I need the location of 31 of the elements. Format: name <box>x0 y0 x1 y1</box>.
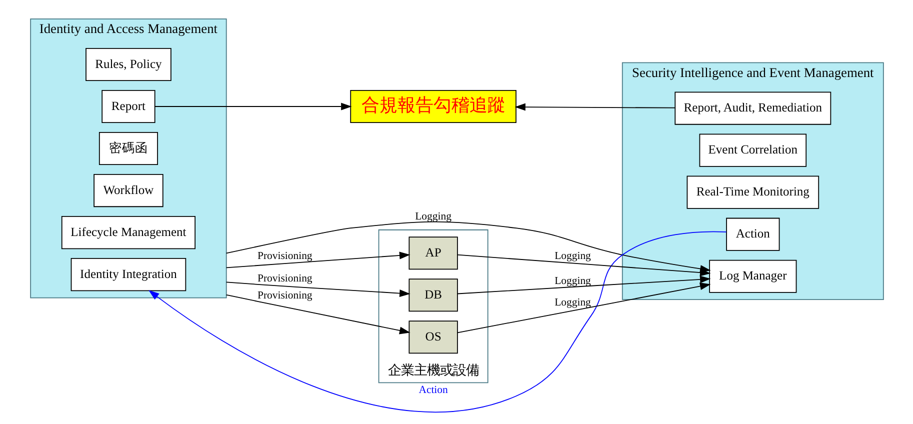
node-box: Workflow <box>93 174 163 208</box>
arrow <box>456 276 710 294</box>
edge-label: Provisioning <box>257 289 312 302</box>
arrow <box>456 282 710 334</box>
edge-label: Logging <box>554 250 590 262</box>
edge-label: Action <box>418 384 448 396</box>
node-box: Identity Integration <box>70 258 186 292</box>
edge-label: Provisioning <box>257 272 312 284</box>
node-box: Lifecycle Management <box>60 216 196 250</box>
node-box: Log Manager <box>708 260 796 293</box>
node-box: DB <box>408 278 458 312</box>
arrow <box>225 252 410 268</box>
node-box: Rules, Policy <box>85 48 171 82</box>
node-box: Event Correlation <box>698 134 806 167</box>
arrow <box>148 231 726 412</box>
arrow <box>225 282 410 298</box>
node-box: Action <box>726 218 780 251</box>
edge-label: Provisioning <box>257 250 312 262</box>
node-box: Report, Audit, Remediation <box>674 92 831 125</box>
edge-label: Logging <box>554 296 590 308</box>
edge-label: Logging <box>554 275 590 288</box>
node-box: 密碼函 <box>98 132 158 166</box>
node-box: 合規報告勾稽追蹤 <box>350 90 516 124</box>
arrow <box>154 102 352 110</box>
node-box: Report <box>101 90 155 124</box>
node-box: Real-Time Monitoring <box>686 176 819 209</box>
arrow <box>225 294 410 334</box>
node-box: OS <box>408 320 458 354</box>
edge-label: Logging <box>414 210 451 223</box>
node-box: AP <box>408 236 458 270</box>
arrow <box>514 103 676 111</box>
